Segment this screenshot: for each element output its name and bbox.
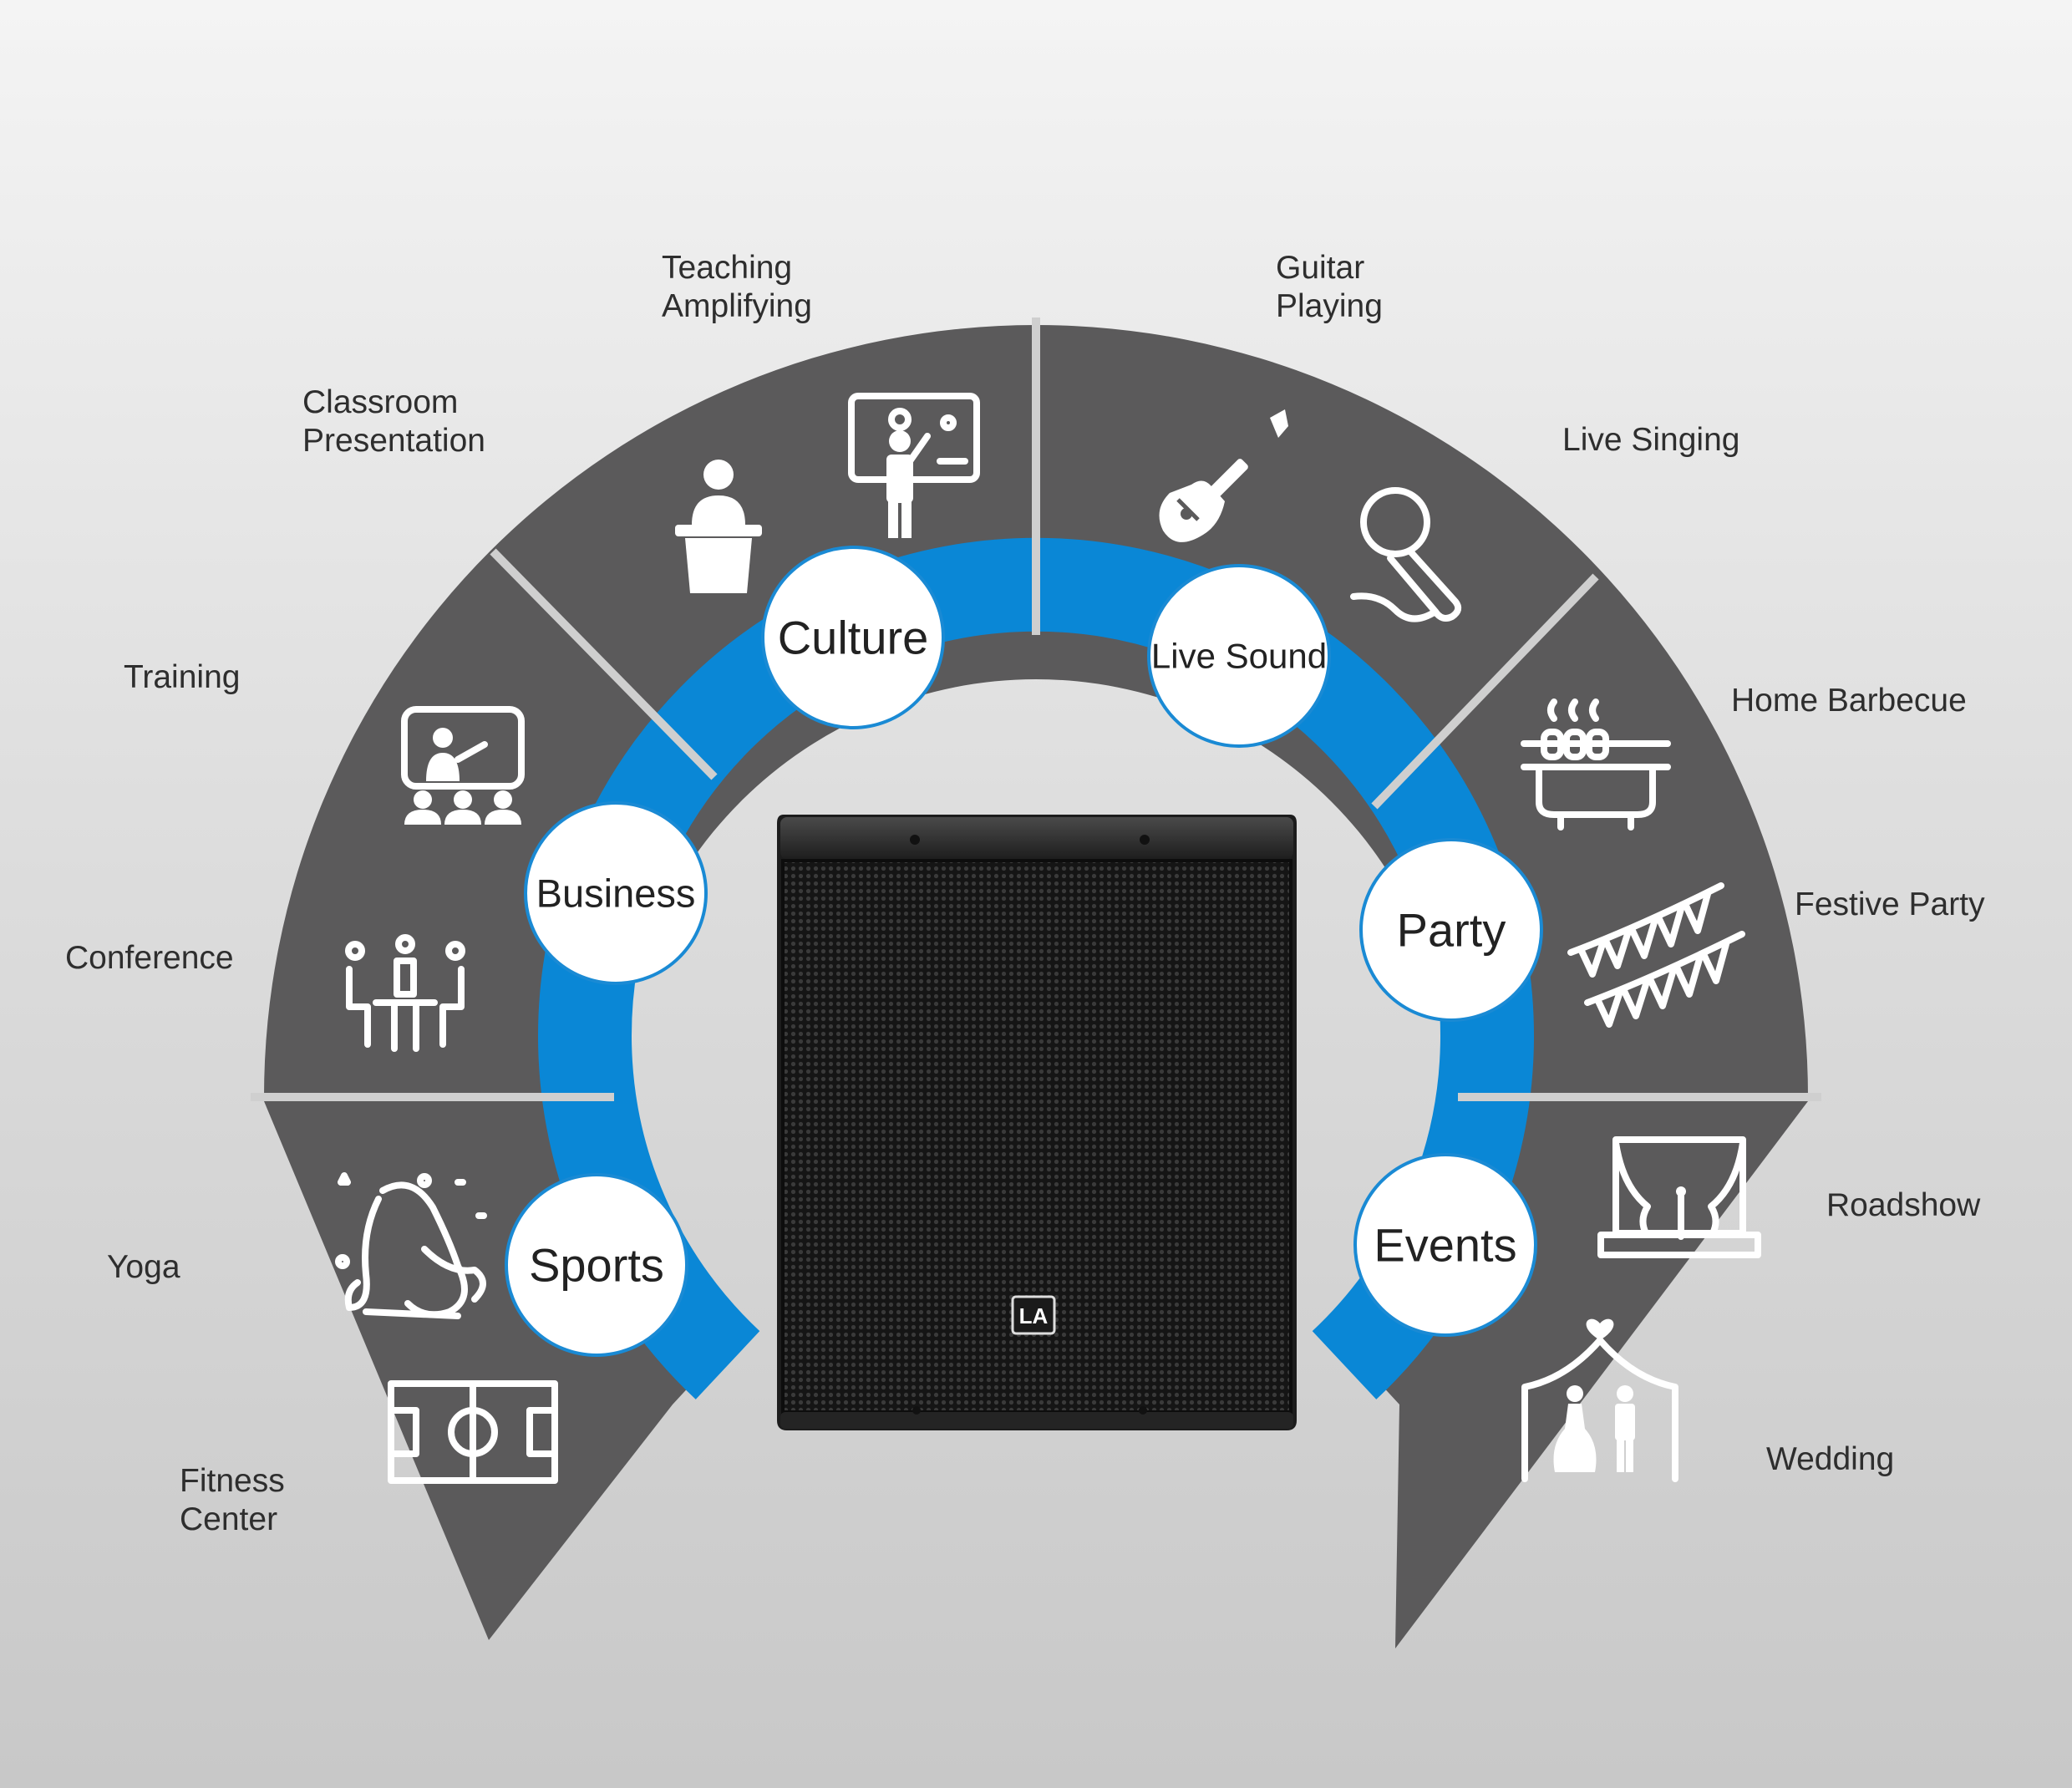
category-business: Business	[524, 801, 708, 985]
label-training: Training	[124, 659, 241, 695]
teacher-blackboard-icon	[848, 393, 980, 538]
wedding-arch-icon	[1521, 1318, 1678, 1482]
category-label-sports: Sports	[529, 1239, 664, 1292]
meeting-table-icon	[345, 934, 465, 1052]
bunting-flags-icon	[1567, 882, 1745, 1028]
category-party: Party	[1359, 838, 1543, 1022]
microphone-icon	[1350, 487, 1462, 622]
label-classroom-presentation: Classroom Presentation	[302, 384, 485, 459]
category-live-sound: Live Sound	[1147, 564, 1331, 748]
stage-curtain-icon	[1597, 1136, 1761, 1258]
label-yoga: Yoga	[107, 1249, 180, 1285]
category-label-culture: Culture	[778, 612, 929, 664]
category-label-business: Business	[536, 871, 696, 916]
label-live-singing: Live Singing	[1562, 422, 1740, 458]
label-festive-party: Festive Party	[1795, 886, 1985, 922]
label-fitness-center: Fitness Center	[180, 1463, 285, 1537]
brand-logo-text: LA	[1019, 1303, 1049, 1328]
barbecue-grill-icon	[1521, 698, 1671, 831]
category-label-events: Events	[1374, 1219, 1516, 1272]
football-field-icon	[388, 1380, 558, 1484]
yoga-pose-icon	[335, 1172, 487, 1319]
label-wedding: Wedding	[1766, 1441, 1895, 1477]
category-label-party: Party	[1397, 904, 1506, 957]
label-guitar-playing: Guitar Playing	[1276, 250, 1383, 324]
subwoofer-speaker: LA	[777, 815, 1297, 1430]
category-sports: Sports	[505, 1173, 688, 1357]
segment-dividers	[251, 317, 1821, 1101]
category-events: Events	[1353, 1153, 1537, 1337]
label-teaching-amplifying: Teaching Amplifying	[662, 250, 812, 324]
podium-speaker-icon	[675, 460, 762, 593]
label-home-barbecue: Home Barbecue	[1731, 683, 1967, 719]
electric-guitar-icon	[1159, 409, 1288, 542]
brand-logo-badge	[1011, 1295, 1056, 1335]
category-label-live-sound: Live Sound	[1151, 637, 1327, 676]
category-culture: Culture	[761, 546, 945, 729]
training-screen-icon	[401, 706, 525, 825]
label-conference: Conference	[65, 940, 234, 976]
label-roadshow: Roadshow	[1826, 1187, 1981, 1223]
